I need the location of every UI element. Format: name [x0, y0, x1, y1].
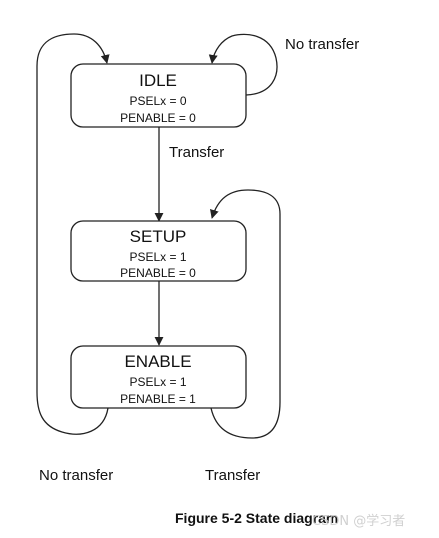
state-idle-name: IDLE [139, 71, 177, 90]
state-enable-penable: PENABLE = 1 [120, 392, 196, 406]
label-enable-to-idle: No transfer [39, 467, 113, 484]
state-idle-psel: PSELx = 0 [129, 94, 186, 108]
state-enable-name: ENABLE [124, 352, 191, 371]
state-enable: ENABLE PSELx = 1 PENABLE = 1 [70, 345, 247, 409]
state-idle-box [70, 63, 247, 128]
figure-caption: Figure 5-2 State diagram [175, 510, 338, 526]
watermark: CSDN @学习者 [312, 513, 405, 529]
label-enable-to-setup: Transfer [205, 467, 260, 484]
edge-idle-self-loop [208, 33, 278, 96]
label-idle-self-loop: No transfer [285, 36, 359, 53]
edge-enable-to-setup [210, 189, 281, 439]
state-enable-psel: PSELx = 1 [129, 375, 186, 389]
state-idle-penable: PENABLE = 0 [120, 111, 196, 125]
state-setup: SETUP PSELx = 1 PENABLE = 0 [70, 220, 247, 282]
state-idle: IDLE PSELx = 0 PENABLE = 0 [70, 63, 247, 128]
state-setup-psel: PSELx = 1 [129, 250, 186, 264]
state-setup-name: SETUP [130, 227, 187, 246]
edge-enable-to-idle [36, 33, 110, 435]
state-setup-penable: PENABLE = 0 [120, 266, 196, 280]
state-setup-box [70, 220, 247, 282]
label-idle-to-setup: Transfer [169, 144, 224, 161]
state-enable-box [70, 345, 247, 409]
